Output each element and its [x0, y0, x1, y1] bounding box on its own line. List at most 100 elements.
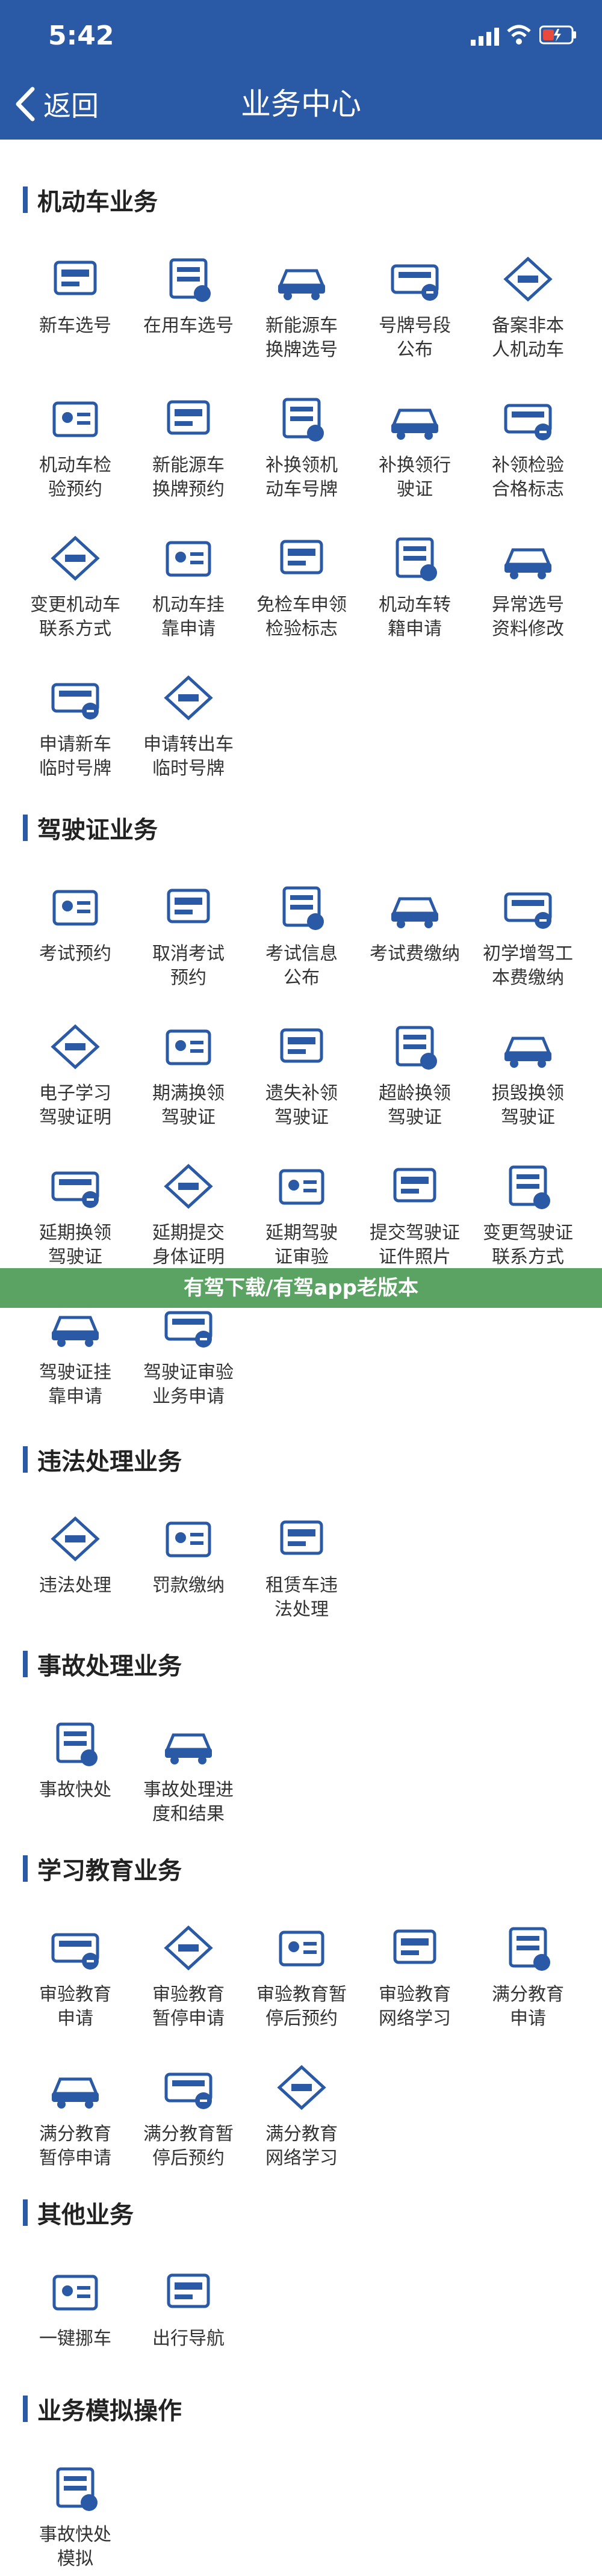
section-header: 学习教育业务	[23, 1853, 182, 1885]
service-item[interactable]: 期满换领 驾驶证	[131, 1018, 246, 1130]
service-item[interactable]: 事故处理进 度和结果	[131, 1715, 246, 1826]
service-item[interactable]: 审验教育暂 停后预约	[244, 1919, 359, 2031]
service-item[interactable]: 事故快处	[18, 1715, 132, 1802]
service-item[interactable]: 机动车挂 靠申请	[131, 529, 246, 641]
download-banner[interactable]: 有驾下载/有驾app老版本	[0, 1268, 602, 1308]
e-learning-icon	[51, 1024, 100, 1070]
service-item[interactable]: 申请新车 临时号牌	[18, 669, 132, 781]
service-item[interactable]: 延期驾驶 证审验	[244, 1157, 359, 1269]
service-item[interactable]: 取消考试 预约	[131, 878, 246, 990]
service-item-label: 延期驾驶 证审验	[265, 1222, 338, 1268]
service-item[interactable]: 满分教育 网络学习	[244, 2059, 359, 2171]
service-item[interactable]: 延期换领 驾驶证	[18, 1157, 132, 1269]
service-item[interactable]: 遗失补领 驾驶证	[244, 1018, 359, 1130]
service-item-label: 免检车申领 检验标志	[256, 594, 347, 639]
section-0: 机动车业务新车选号在用车选号新能源车 换牌选号号牌号段 公布备案非本 人机动车机…	[0, 184, 602, 779]
section-title: 其他业务	[37, 2201, 134, 2229]
service-item[interactable]: 损毁换领 驾驶证	[471, 1018, 585, 1130]
service-item[interactable]: 满分教育 暂停申请	[18, 2059, 132, 2171]
back-button[interactable]: 返回	[12, 84, 99, 124]
service-item[interactable]: 补换领行 驶证	[358, 390, 472, 502]
service-item[interactable]: 补领检验 合格标志	[471, 390, 585, 502]
service-item[interactable]: 满分教育 申请	[471, 1919, 585, 2031]
service-item-label: 审验教育 申请	[39, 1984, 111, 2029]
section-header: 机动车业务	[23, 184, 158, 216]
service-item[interactable]: 变更驾驶证 联系方式	[471, 1157, 585, 1269]
service-item[interactable]: 事故快处 模拟	[18, 2459, 132, 2571]
service-item[interactable]: 提交驾驶证 证件照片	[358, 1157, 472, 1269]
temp-plate-out-icon	[164, 675, 213, 721]
section-bar	[23, 1651, 28, 1677]
section-bar	[23, 815, 28, 841]
service-item[interactable]: 满分教育暂 停后预约	[131, 2059, 246, 2171]
service-item-label: 遗失补领 驾驶证	[265, 1083, 338, 1128]
service-item-label: 申请新车 临时号牌	[39, 734, 111, 779]
service-item[interactable]: 新车选号	[18, 250, 132, 338]
service-item[interactable]: 初学增驾工 本费缴纳	[471, 878, 585, 990]
section-3: 事故处理业务事故快处事故处理进 度和结果	[0, 1648, 602, 1825]
section-1: 驾驶证业务考试预约取消考试 预约考试信息 公布考试费缴纳初学增驾工 本费缴纳电子…	[0, 812, 602, 1407]
accident-progress-icon	[165, 1733, 212, 1764]
service-item[interactable]: 一键挪车	[18, 2263, 132, 2351]
service-item-label: 延期提交 身体证明	[152, 1222, 225, 1268]
service-item[interactable]: 驾驶证挂 靠申请	[18, 1297, 132, 1409]
service-item[interactable]: 免检车申领 检验标志	[244, 529, 359, 641]
ev-plate-icon	[167, 400, 210, 435]
cost-fee-icon	[504, 892, 552, 929]
section-header: 驾驶证业务	[23, 812, 158, 844]
service-item-label: 备案非本 人机动车	[492, 315, 564, 360]
license-contact-icon	[509, 1165, 550, 1209]
section-header: 其他业务	[23, 2197, 134, 2229]
service-item[interactable]: 异常选号 资料修改	[471, 529, 585, 641]
full-after-icon	[164, 2072, 213, 2109]
service-item-label: 出行导航	[152, 2328, 225, 2349]
service-item-label: 租赁车违 法处理	[265, 1575, 338, 1620]
service-item-label: 超龄换领 驾驶证	[379, 1083, 451, 1128]
battery-icon	[539, 25, 576, 45]
service-item-label: 新能源车 换牌预约	[152, 455, 225, 500]
service-item[interactable]: 机动车转 籍申请	[358, 529, 472, 641]
service-item[interactable]: 补换领机 动车号牌	[244, 390, 359, 502]
review-after-icon	[279, 1930, 324, 1967]
service-item-label: 初学增驾工 本费缴纳	[483, 943, 573, 988]
license-age-icon	[396, 1026, 437, 1070]
service-item[interactable]: 变更机动车 联系方式	[18, 529, 132, 641]
service-item[interactable]: 租赁车违 法处理	[244, 1510, 359, 1622]
service-item[interactable]: 考试信息 公布	[244, 878, 359, 990]
service-item-label: 满分教育暂 停后预约	[143, 2124, 234, 2169]
service-item[interactable]: 审验教育 申请	[18, 1919, 132, 2031]
service-item[interactable]: 申请转出车 临时号牌	[131, 669, 246, 781]
service-item[interactable]: 新能源车 换牌预约	[131, 390, 246, 502]
section-5: 其他业务一键挪车 出行导航	[0, 2197, 602, 2349]
service-item-label: 一键挪车	[39, 2328, 111, 2349]
service-item[interactable]: 出行导航	[131, 2263, 246, 2351]
service-item[interactable]: 罚款缴纳	[131, 1510, 246, 1598]
service-item[interactable]: 超龄换领 驾驶证	[358, 1018, 472, 1130]
service-item[interactable]: 延期提交 身体证明	[131, 1157, 246, 1269]
service-item-label: 在用车选号	[143, 315, 234, 336]
page-title: 业务中心	[241, 87, 361, 122]
photo-upload-icon	[393, 1168, 436, 1203]
service-item[interactable]: 违法处理	[18, 1510, 132, 1598]
calendar-cancel-icon	[167, 889, 210, 923]
service-item[interactable]: 号牌号段 公布	[358, 250, 472, 362]
service-item[interactable]: 在用车选号	[131, 250, 246, 338]
service-item[interactable]: 考试费缴纳	[358, 878, 472, 966]
temp-plate-icon	[51, 683, 99, 719]
section-bar	[23, 1446, 28, 1473]
service-item-label: 考试信息 公布	[265, 943, 338, 988]
service-item[interactable]: 电子学习 驾驶证明	[18, 1018, 132, 1130]
service-item[interactable]: 驾驶证审验 业务申请	[131, 1297, 246, 1409]
service-item-label: 取消考试 预约	[152, 943, 225, 988]
service-item-label: 延期换领 驾驶证	[39, 1222, 111, 1268]
accident-quick-icon	[56, 1722, 98, 1766]
service-item[interactable]: 新能源车 换牌选号	[244, 250, 359, 362]
service-item[interactable]: 机动车检 验预约	[18, 390, 132, 502]
license-review-icon	[164, 1311, 213, 1348]
service-item[interactable]: 考试预约	[18, 878, 132, 966]
people-transfer-icon	[169, 258, 211, 302]
service-item[interactable]: 审验教育 暂停申请	[131, 1919, 246, 2031]
service-item[interactable]: 备案非本 人机动车	[471, 250, 585, 362]
service-item[interactable]: 审验教育 网络学习	[358, 1919, 472, 2031]
exam-info-icon	[282, 886, 324, 930]
